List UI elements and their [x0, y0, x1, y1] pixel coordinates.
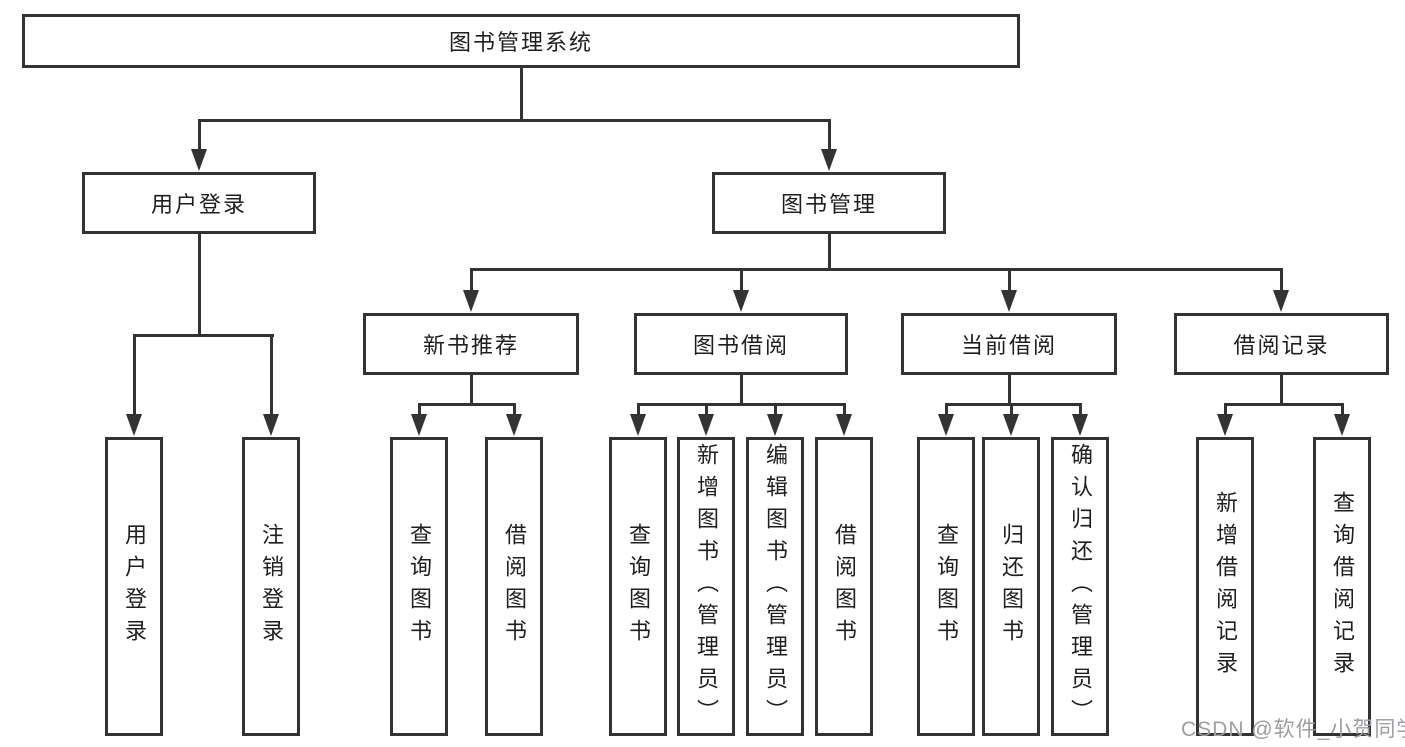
arrow-down-icon: [1003, 414, 1019, 436]
csdn-watermark: CSDN @软件_小贺同学: [1181, 718, 1405, 741]
arrow-down-icon: [411, 414, 427, 436]
arrow-down-icon: [821, 149, 837, 171]
arrow-down-icon: [463, 290, 479, 312]
connector-line: [1280, 271, 1283, 291]
leaf-borrow-books: 借阅图书: [815, 437, 873, 736]
connector-line: [1008, 271, 1011, 291]
connector-line: [470, 271, 473, 291]
connector-line: [1010, 406, 1013, 415]
leaf-query-books-borrowing: 查询图书: [609, 437, 667, 736]
leaf-query-borrow-record: 查询借阅记录: [1313, 437, 1371, 736]
node-borrow-records: 借阅记录: [1174, 313, 1389, 375]
leaf-confirm-return-admin: 确认归还（管理员）: [1051, 437, 1109, 736]
arrow-down-icon: [1273, 290, 1289, 312]
arrow-down-icon: [263, 414, 279, 436]
connector-line: [418, 403, 516, 406]
arrow-down-icon: [191, 149, 207, 171]
connector-line: [828, 234, 831, 270]
leaf-query-books-recommend: 查询图书: [390, 437, 448, 736]
connector-line: [1079, 406, 1082, 415]
leaf-add-borrow-record: 新增借阅记录: [1196, 437, 1254, 736]
arrow-down-icon: [938, 414, 954, 436]
arrow-down-icon: [630, 414, 646, 436]
connector-line: [945, 406, 948, 415]
leaf-add-books-admin: 新增图书（管理员）: [677, 437, 735, 736]
connector-line: [740, 375, 743, 404]
arrow-down-icon: [506, 414, 522, 436]
connector-line: [637, 403, 846, 406]
connector-line: [470, 268, 1283, 271]
connector-line: [1224, 403, 1344, 406]
connector-line: [774, 406, 777, 415]
arrow-down-icon: [767, 414, 783, 436]
connector-line: [198, 119, 831, 122]
connector-line: [520, 68, 523, 121]
arrow-down-icon: [1334, 414, 1350, 436]
connector-line: [740, 271, 743, 291]
connector-line: [198, 234, 201, 335]
leaf-user-login: 用户登录: [105, 437, 163, 736]
leaf-logout: 注销登录: [242, 437, 300, 736]
leaf-edit-books-admin: 编辑图书（管理员）: [746, 437, 804, 736]
node-current-borrowing: 当前借阅: [901, 313, 1117, 375]
arrow-down-icon: [1217, 414, 1233, 436]
connector-line: [1280, 375, 1283, 404]
connector-line: [1224, 406, 1227, 415]
node-new-book-recommend: 新书推荐: [363, 313, 579, 375]
connector-line: [198, 121, 201, 150]
arrow-down-icon: [698, 414, 714, 436]
leaf-return-books: 归还图书: [982, 437, 1040, 736]
node-library-system: 图书管理系统: [22, 14, 1020, 68]
connector-line: [1341, 406, 1344, 415]
connector-line: [133, 337, 136, 415]
node-book-borrowing: 图书借阅: [634, 313, 848, 375]
arrow-down-icon: [733, 290, 749, 312]
leaf-query-books-current: 查询图书: [917, 437, 975, 736]
connector-line: [133, 334, 274, 337]
connector-line: [418, 406, 421, 415]
node-book-management: 图书管理: [712, 172, 946, 234]
arrow-down-icon: [1001, 290, 1017, 312]
connector-line: [1008, 375, 1011, 404]
connector-line: [637, 406, 640, 415]
connector-line: [270, 337, 273, 415]
connector-line: [513, 406, 516, 415]
node-user-login: 用户登录: [82, 172, 316, 234]
leaf-borrow-books-recommend: 借阅图书: [485, 437, 543, 736]
connector-line: [828, 121, 831, 150]
arrow-down-icon: [1072, 414, 1088, 436]
arrow-down-icon: [836, 414, 852, 436]
connector-line: [705, 406, 708, 415]
connector-line: [945, 403, 1082, 406]
connector-line: [470, 375, 473, 404]
connector-line: [843, 406, 846, 415]
arrow-down-icon: [126, 414, 142, 436]
